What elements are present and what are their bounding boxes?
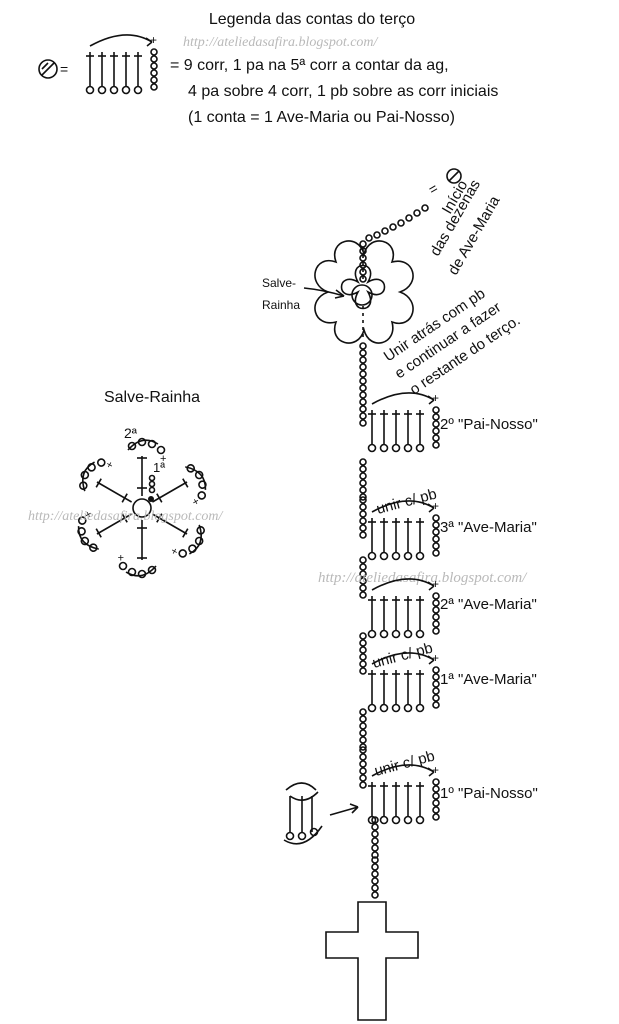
legend-line-1: = 9 corr, 1 pa na 5ª corr a contar da ag… (170, 57, 449, 74)
cluster-2nd-pai-nosso (367, 390, 440, 453)
join-label-3rd: unir c/ pb (375, 485, 439, 517)
legend-line-2: 4 pa sobre 4 corr, 1 pb sobre as corr in… (188, 83, 498, 100)
start-symbol-icon (446, 168, 462, 184)
detail-stitch-icon (283, 782, 323, 845)
rosary-flower (314, 240, 414, 344)
salve-rainha-chart (68, 437, 216, 579)
detail-arrow (329, 806, 359, 816)
cross-icon (325, 901, 419, 1021)
bead-label-1st-ave-maria: 1ª "Ave-Maria" (440, 671, 537, 688)
rosary-main-chain (359, 342, 379, 899)
legend-symbol-icon (38, 59, 58, 79)
cluster-2nd-ave-maria (367, 576, 440, 639)
watermark-top: http://ateliedasafira.blogspot.com/ (183, 35, 379, 50)
start-chain (365, 204, 429, 242)
legend-equals: = (60, 61, 68, 77)
flower-arrow (303, 287, 345, 297)
watermark-left: http://ateliedasafira.blogspot.com/ (28, 509, 224, 524)
flower-label-2: Rainha (262, 298, 300, 312)
bead-label-2nd-pai-nosso: 2º "Pai-Nosso" (440, 416, 538, 433)
join-label-1st-pai: unir c/ pb (373, 747, 437, 779)
salve-rainha-title: Salve-Rainha (104, 389, 200, 406)
bead-label-1st-pai-nosso: 1º "Pai-Nosso" (440, 785, 538, 802)
bead-label-3rd-ave-maria: 3ª "Ave-Maria" (440, 519, 537, 536)
start-equals: = (426, 180, 441, 198)
bead-label-2nd-ave-maria: 2ª "Ave-Maria" (440, 596, 537, 613)
legend-title: Legenda das contas do terço (209, 11, 415, 28)
legend-line-3: (1 conta = 1 Ave-Maria ou Pai-Nosso) (188, 109, 455, 126)
round-2-label: 2ª (124, 425, 138, 441)
join-label-1st: unir c/ pb (371, 639, 435, 671)
flower-label-1: Salve- (262, 276, 296, 290)
watermark-middle: http://ateliedasafira.blogspot.com/ (318, 570, 528, 586)
legend-cluster-icon (85, 32, 158, 95)
